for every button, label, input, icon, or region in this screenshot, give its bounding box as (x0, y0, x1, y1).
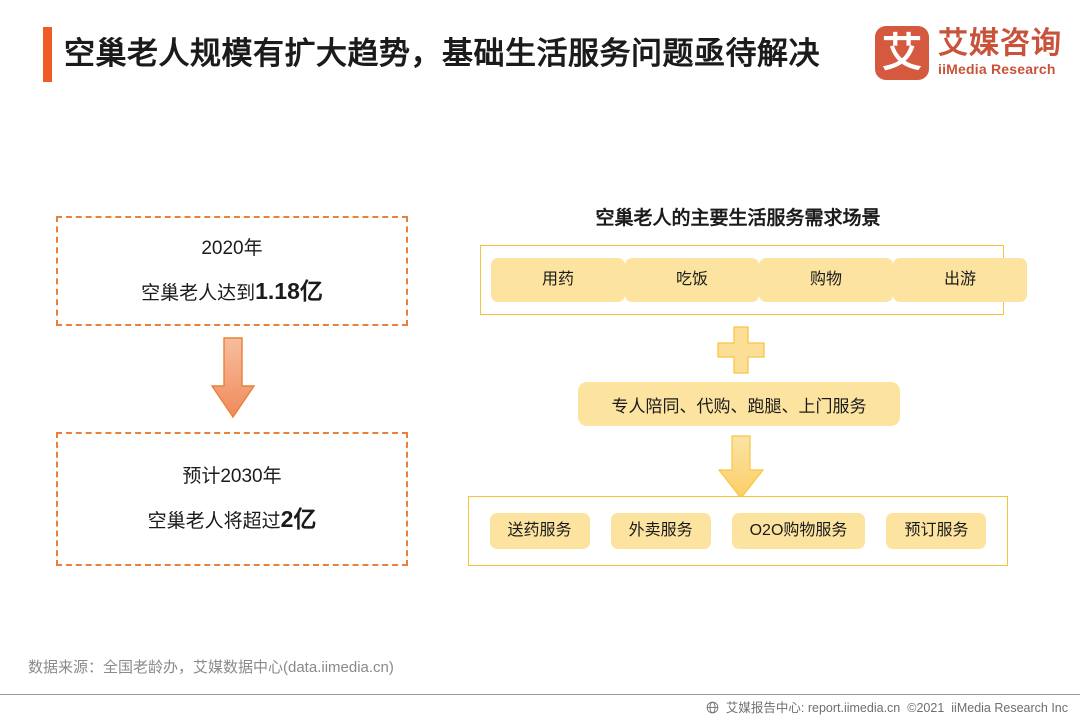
stat-card-2020-year: 2020年 (201, 237, 263, 259)
data-source-note: 数据来源：全国老龄办，艾媒数据中心(data.iimedia.cn) (28, 659, 394, 676)
footer-bar: 艾媒报告中心: report.iimedia.cn ©2021 iiMedia … (0, 695, 1080, 720)
stat-card-2030-year: 预计2030年 (182, 465, 282, 487)
services-panel: 送药服务 外卖服务 O2O购物服务 预订服务 (468, 496, 1008, 566)
scenarios-panel: 用药 吃饭 购物 出游 (480, 245, 1027, 315)
right-panel-heading: 空巢老人的主要生活服务需求场景 (595, 208, 881, 229)
stat-card-2030-value: 2亿 (280, 505, 317, 532)
plus-icon (717, 326, 765, 374)
scenario-chip: 吃饭 (625, 258, 759, 302)
service-chip: O2O购物服务 (731, 513, 866, 549)
service-chip: 送药服务 (489, 513, 590, 549)
stat-card-2020-value-line: 空巢老人达到1.18亿 (141, 279, 323, 306)
page-title: 空巢老人规模有扩大趋势，基础生活服务问题亟待解决 (64, 36, 820, 71)
scenario-chip: 出游 (893, 258, 1027, 302)
report-center-link[interactable]: 艾媒报告中心: report.iimedia.cn (725, 700, 901, 715)
iimedia-logo-icon: 艾 (875, 26, 929, 80)
brand-name-cn: 艾媒咨询 (938, 27, 1062, 60)
brand-wordmark: 艾媒咨询 iiMedia Research (938, 28, 1062, 78)
stat-card-2030-value-line: 空巢老人将超过2亿 (148, 507, 317, 534)
page-header: 空巢老人规模有扩大趋势，基础生活服务问题亟待解决 艾 艾媒咨询 iiMedia … (0, 0, 1080, 110)
down-arrow-icon-left (210, 336, 256, 420)
stat-card-2020-value: 1.18亿 (255, 277, 323, 304)
stat-card-2020-prefix: 空巢老人达到 (141, 282, 256, 304)
service-chip: 预订服务 (886, 513, 987, 549)
down-arrow-icon-right (717, 434, 765, 500)
title-accent-bar (43, 27, 52, 82)
brand-name-en: iiMedia Research (938, 61, 1056, 77)
right-flow-column: 空巢老人的主要生活服务需求场景 用药 吃饭 购物 出游 专人陪同、代购、跑腿、上… (468, 206, 1027, 566)
stat-card-2020: 2020年 空巢老人达到1.18亿 (56, 216, 408, 326)
copyright-year: ©2021 (907, 700, 945, 715)
service-chip: 外卖服务 (610, 513, 711, 549)
scenario-chip: 用药 (491, 258, 625, 302)
stat-card-2030: 预计2030年 空巢老人将超过2亿 (56, 432, 408, 566)
stat-card-2030-prefix: 空巢老人将超过 (147, 510, 281, 532)
brand-logo: 艾 艾媒咨询 iiMedia Research (875, 26, 1062, 80)
footer-divider (0, 694, 1080, 695)
scenario-chip: 购物 (759, 258, 893, 302)
company-name: iiMedia Research Inc (951, 700, 1068, 715)
globe-icon (706, 701, 719, 714)
left-stat-column: 2020年 空巢老人达到1.18亿 预计2030年 空巢老人将超过2亿 (56, 216, 408, 566)
middle-service-bar: 专人陪同、代购、跑腿、上门服务 (578, 382, 900, 426)
